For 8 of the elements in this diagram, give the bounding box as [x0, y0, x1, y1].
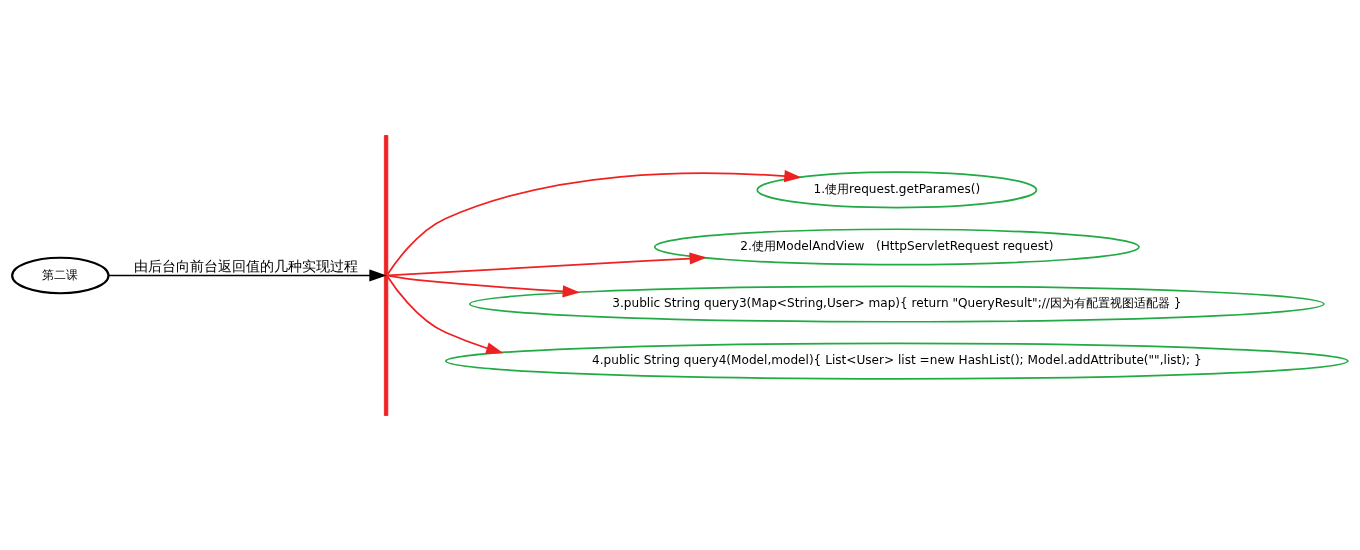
node-ellipse: 第二课 [11, 256, 110, 294]
arrow [387, 275, 504, 354]
edge-label: 由后台向前台返回值的几种实现过程 [134, 257, 359, 274]
arrow [387, 169, 802, 275]
arrow [107, 268, 387, 282]
arrow [387, 274, 580, 297]
node-bar [383, 134, 389, 416]
arrow [387, 252, 707, 276]
